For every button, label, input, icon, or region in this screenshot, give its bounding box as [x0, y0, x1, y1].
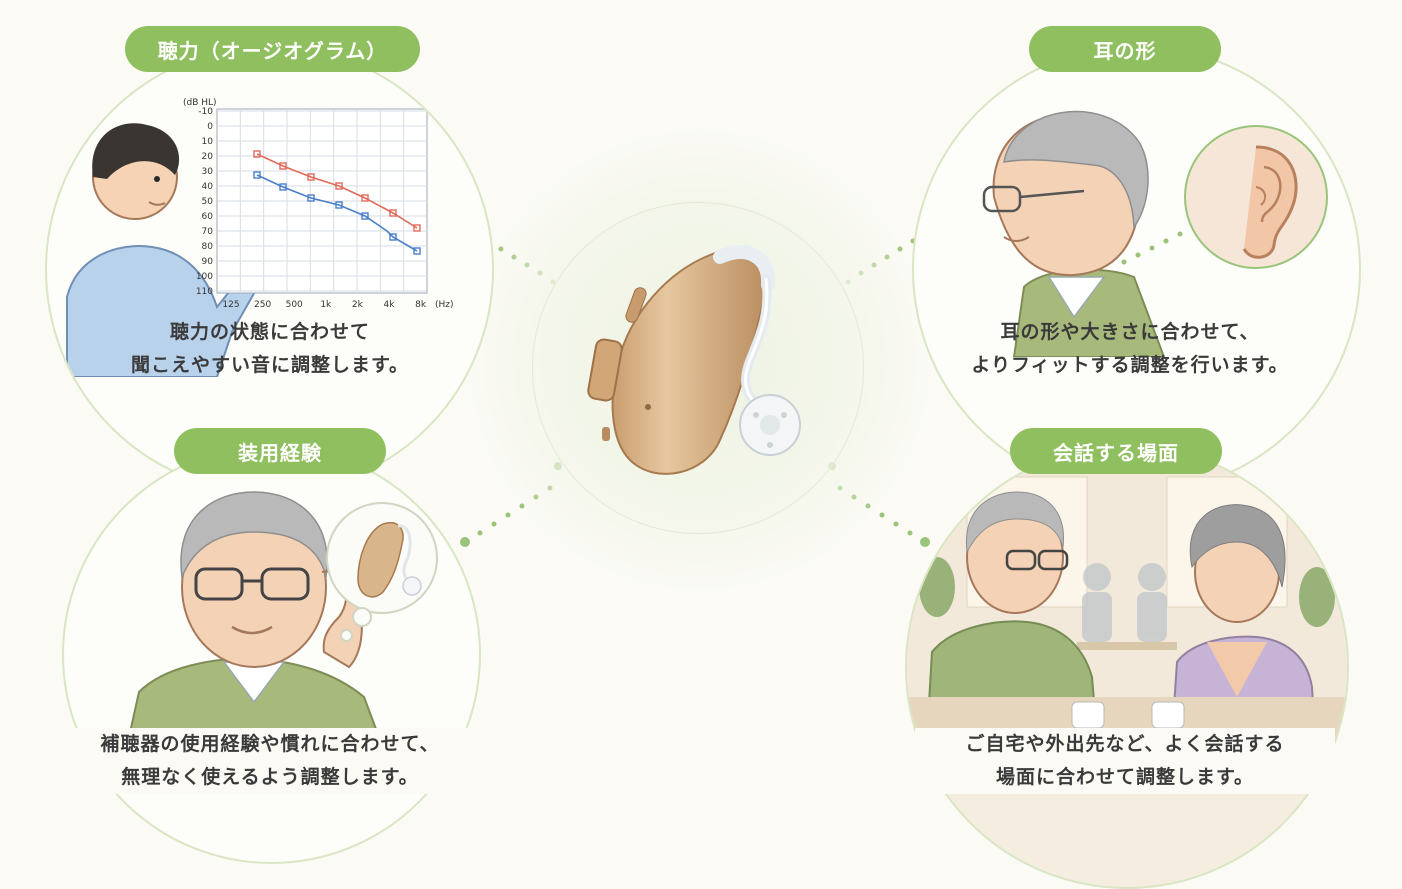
right-ear-line [256, 153, 418, 229]
ear-shape-caption: 耳の形や大きさに合わせて、 よりフィットする調整を行います。 [940, 316, 1320, 382]
right-ear-markers [253, 150, 421, 232]
y-tick-label: -10 [198, 107, 213, 117]
audiogram-chart: (dB HL) -10 0 10 20 30 40 50 60 70 80 90 100 110 125… [183, 98, 454, 310]
experience-caption-line1: 補聴器の使用経験や慣れに合わせて、 [100, 733, 440, 755]
x-tick-label: 500 [286, 300, 303, 310]
y-tick-label: 70 [202, 227, 214, 237]
hearing-aid-small-icon [357, 522, 422, 598]
y-tick-label: 90 [202, 257, 214, 267]
y-tick-label: 10 [202, 137, 214, 147]
thought-bubble-dot-small [340, 629, 353, 642]
center-ring [532, 202, 864, 534]
ear-icon [1242, 145, 1298, 259]
y-tick-label: 100 [196, 272, 213, 282]
experience-caption-line2: 無理なく使えるよう調整します。 [121, 766, 419, 788]
left-ear-line [256, 174, 418, 252]
chart-grid [217, 109, 427, 293]
audiogram-caption-line1: 聴力の状態に合わせて [169, 321, 370, 343]
left-ear-markers [253, 171, 421, 255]
ear-shape-caption-line2: よりフィットする調整を行います。 [971, 354, 1289, 376]
x-tick-label: 250 [254, 300, 271, 310]
cafe-conversation-illustration [907, 447, 1347, 737]
y-tick-label: 0 [207, 122, 213, 132]
elderly-man-profile-illustration [982, 110, 1166, 357]
conversation-title-pill: 会話する場面 [1010, 428, 1222, 474]
y-tick-labels: -10 0 10 20 30 40 50 60 70 80 90 100 110 [196, 107, 213, 297]
x-tick-labels: 125 250 500 1k 2k 4k 8k [222, 300, 426, 310]
diagram-stage: (dB HL) -10 0 10 20 30 40 50 60 70 80 90 100 110 125… [45, 26, 1361, 889]
thought-bubble-dot-large [352, 607, 372, 627]
audiogram-caption-line2: 聞こえやすい音に調整します。 [130, 354, 410, 376]
y-tick-label: 30 [202, 167, 214, 177]
x-tick-label: 4k [384, 300, 396, 310]
x-tick-label: 2k [352, 300, 364, 310]
x-tick-label: 8k [415, 300, 427, 310]
x-unit-label: (Hz) [435, 300, 454, 310]
ear-shape-caption-line1: 耳の形や大きさに合わせて、 [1000, 321, 1260, 343]
ear-shape-title-pill: 耳の形 [1029, 26, 1221, 72]
experience-panel [62, 445, 481, 864]
y-tick-label: 40 [202, 182, 214, 192]
y-tick-label: 60 [202, 212, 214, 222]
thought-bubble [326, 502, 438, 614]
y-tick-label: 110 [196, 287, 213, 297]
conversation-panel [905, 445, 1349, 889]
experience-title-pill: 装用経験 [174, 428, 386, 474]
experience-caption: 補聴器の使用経験や慣れに合わせて、 無理なく使えるよう調整します。 [60, 728, 480, 794]
conversation-caption-line1: ご自宅や外出先など、よく会話する [965, 733, 1285, 755]
audiogram-title-pill: 聴力（オージオグラム） [125, 26, 420, 72]
audiogram-panel: (dB HL) -10 0 10 20 30 40 50 60 70 80 90 100 110 125… [45, 45, 494, 494]
x-tick-label: 1k [320, 300, 332, 310]
audiogram-caption: 聴力の状態に合わせて 聞こえやすい音に調整します。 [95, 316, 445, 382]
conversation-caption-line2: 場面に合わせて調整します。 [995, 766, 1255, 788]
y-tick-label: 80 [202, 242, 214, 252]
x-tick-label: 125 [222, 300, 239, 310]
ear-callout-dots [1121, 231, 1183, 265]
y-tick-label: 50 [202, 197, 214, 207]
y-tick-label: 20 [202, 152, 214, 162]
ear-closeup-circle [1184, 125, 1328, 269]
hearing-aid-illustration [587, 245, 801, 475]
conversation-caption: ご自宅や外出先など、よく会話する 場面に合わせて調整します。 [915, 728, 1335, 794]
y-unit-label: (dB HL) [183, 98, 217, 108]
ear-shape-panel [912, 45, 1361, 494]
